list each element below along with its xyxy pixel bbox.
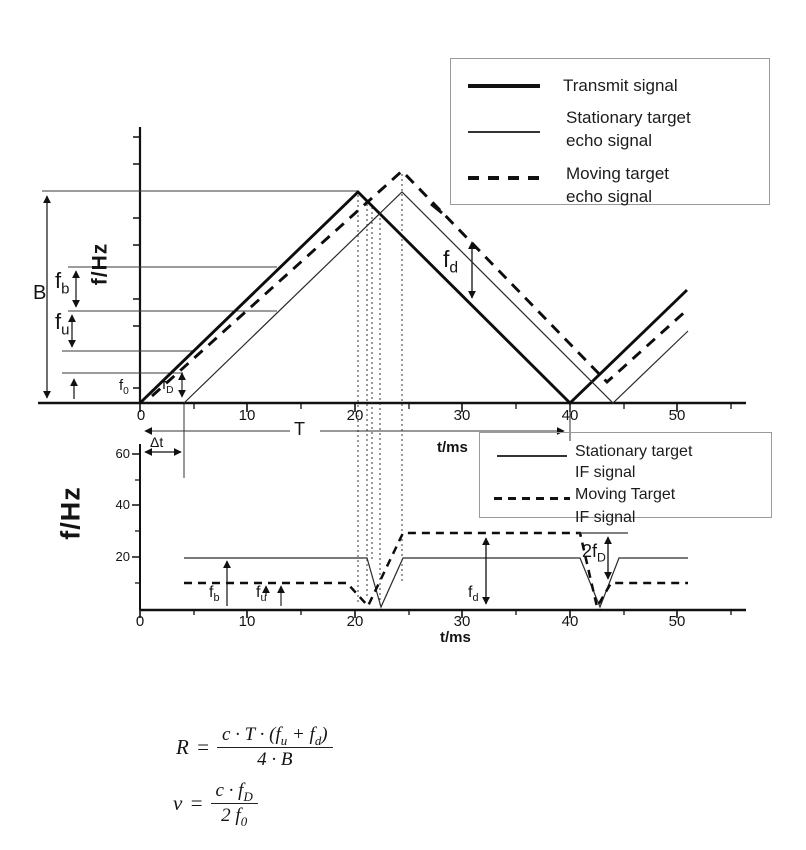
fD-label: fD bbox=[162, 376, 174, 396]
upper-x-tick-20: 20 bbox=[346, 407, 364, 424]
lower-y-axis-label: f/Hz bbox=[55, 486, 86, 540]
velocity-formula-bar bbox=[210, 803, 258, 804]
velocity-formula-numerator: c · fD bbox=[215, 780, 253, 804]
lower-x-tick-30: 30 bbox=[453, 613, 471, 630]
lower-y-ticks-major bbox=[132, 453, 140, 558]
moving-if-line bbox=[184, 531, 688, 611]
twofD-label: 2fD bbox=[582, 541, 606, 565]
velocity-formula-eq: = bbox=[189, 791, 204, 815]
upper-x-tick-30: 30 bbox=[453, 407, 471, 424]
legend-stationary-if-label-1: Stationary target bbox=[575, 443, 693, 460]
range-formula-numerator: c · T · (fu + fd) bbox=[222, 724, 328, 748]
moving-if-line-sample bbox=[494, 497, 570, 500]
range-formula: R = c · T · (fu + fd) 4 · B bbox=[176, 723, 333, 772]
legend-stationary-echo-label-1: Stationary target bbox=[566, 108, 691, 127]
lower-x-axis-label: t/ms bbox=[440, 629, 471, 646]
velocity-formula-denominator: 2 f0 bbox=[221, 805, 248, 829]
fu-label-upper: fu bbox=[55, 309, 70, 339]
freq-reference-lines bbox=[42, 190, 358, 374]
upper-y-axis-label: f/Hz bbox=[88, 242, 112, 286]
range-formula-lhs: R bbox=[176, 735, 189, 759]
range-formula-eq: = bbox=[195, 735, 210, 759]
stationary-echo-line bbox=[183, 191, 689, 404]
upper-x-ticks-minor bbox=[193, 404, 732, 409]
range-formula-fraction: c · T · (fu + fd) 4 · B bbox=[217, 723, 333, 772]
upper-x-tick-50: 50 bbox=[668, 407, 686, 424]
fd-label-lower: fd bbox=[468, 584, 479, 605]
legend-stationary-echo-label-2: echo signal bbox=[566, 131, 653, 150]
legend-moving-if-label-2: IF signal bbox=[575, 509, 636, 526]
legend-bottom-box: Stationary target IF signal Moving Targe… bbox=[479, 432, 772, 526]
lower-x-tick-0: 0 bbox=[135, 613, 145, 630]
lower-y-tick-40: 40 bbox=[115, 497, 130, 512]
velocity-formula: v = c · fD 2 f0 bbox=[173, 779, 258, 828]
moving-echo-line-sample bbox=[468, 176, 540, 180]
lower-x-tick-50: 50 bbox=[668, 613, 686, 630]
fb-label-upper: fb bbox=[55, 268, 70, 298]
sweep-period-label: T bbox=[294, 419, 305, 439]
moving-echo-line bbox=[151, 168, 689, 398]
fu-label-lower: fu bbox=[256, 584, 267, 605]
legend-transmit-label: Transmit signal bbox=[563, 76, 678, 95]
upper-x-tick-10: 10 bbox=[238, 407, 256, 424]
lower-y-ticks-minor bbox=[135, 479, 140, 584]
delay-label: Δt bbox=[150, 434, 164, 450]
upper-x-ticks-major bbox=[139, 404, 678, 412]
transmit-line-sample bbox=[468, 84, 540, 88]
upper-y-ticks bbox=[133, 136, 140, 389]
velocity-formula-fraction: c · fD 2 f0 bbox=[210, 779, 258, 829]
lower-x-ticks-major bbox=[139, 610, 678, 618]
lower-x-tick-20: 20 bbox=[346, 613, 364, 630]
stationary-if-line bbox=[184, 557, 688, 609]
legend-moving-echo-label-2: echo signal bbox=[566, 187, 653, 206]
stationary-echo-line-sample bbox=[468, 131, 540, 133]
fb-label-lower: fb bbox=[209, 584, 220, 605]
upper-x-axis-label: t/ms bbox=[437, 439, 468, 456]
velocity-formula-lhs: v bbox=[173, 791, 183, 815]
lower-y-tick-60: 60 bbox=[115, 446, 130, 461]
lower-x-tick-40: 40 bbox=[561, 613, 579, 630]
range-formula-bar bbox=[217, 747, 333, 748]
lower-x-tick-10: 10 bbox=[238, 613, 256, 630]
legend-moving-if-label-1: Moving Target bbox=[575, 486, 676, 503]
f0-label: f0 bbox=[119, 377, 129, 397]
legend-stationary-if-label-2: IF signal bbox=[575, 464, 636, 481]
lower-x-ticks-minor bbox=[193, 610, 732, 615]
bandwidth-label: B bbox=[33, 282, 47, 304]
range-formula-denominator: 4 · B bbox=[257, 749, 293, 770]
upper-x-tick-40: 40 bbox=[561, 407, 579, 424]
fd-label-upper: fd bbox=[443, 246, 459, 277]
transmit-signal-line bbox=[138, 189, 689, 406]
peak-connector-lines bbox=[357, 174, 403, 606]
upper-x-tick-0: 0 bbox=[136, 407, 146, 424]
lower-y-tick-20: 20 bbox=[115, 549, 130, 564]
stationary-if-line-sample bbox=[497, 455, 567, 457]
legend-moving-echo-label-1: Moving target bbox=[566, 164, 669, 183]
legend-top-box: Transmit signal Stationary target echo s… bbox=[450, 58, 770, 206]
